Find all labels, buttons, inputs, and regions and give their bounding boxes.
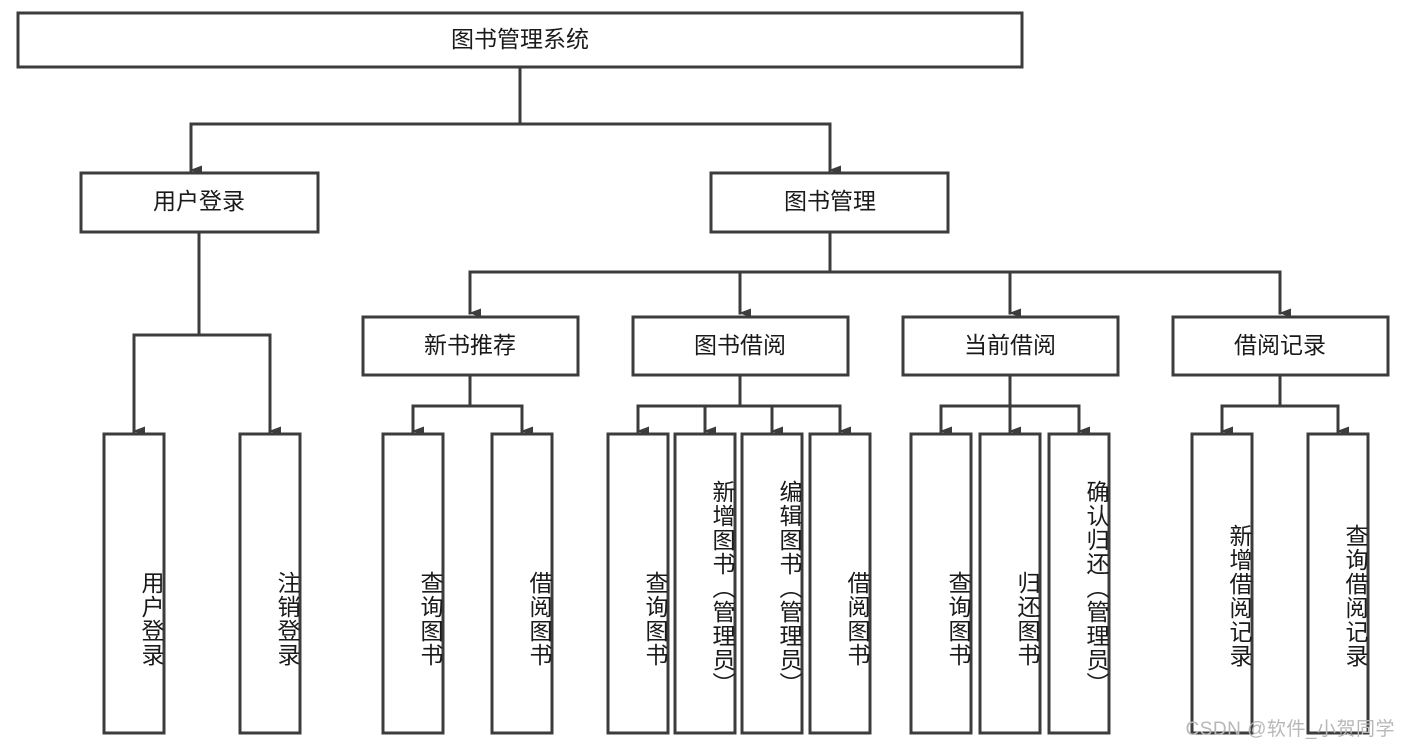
node-new-book-recommend-box[interactable] [361, 315, 580, 377]
connector-group-current-borrow [939, 373, 1090, 436]
node-current-borrow[interactable]: 当前借阅 [901, 315, 1120, 377]
node-book-manage[interactable]: 图书管理 [709, 171, 950, 234]
node-book-borrow-box[interactable] [631, 315, 850, 377]
node-user-login[interactable]: 用户登录 [79, 171, 320, 234]
connector-group-book-manage [468, 230, 1291, 318]
leaf-box-current-borrow-2[interactable] [1047, 432, 1111, 735]
node-borrow-record[interactable]: 借阅记录 [1171, 315, 1390, 377]
connector-group-user-login [132, 230, 281, 436]
leaf-box-user-login-0[interactable] [102, 432, 166, 735]
leaf-box-book-borrow-1[interactable] [673, 432, 737, 735]
connector-group-borrow-record [1220, 373, 1349, 436]
leaf-box-current-borrow-1[interactable] [978, 432, 1042, 735]
leaf-group-borrow-record [1190, 432, 1370, 735]
leaf-box-book-borrow-2[interactable] [740, 432, 804, 735]
node-book-borrow[interactable]: 图书借阅 [631, 315, 850, 377]
node-book-manage-label: 图书管理 [784, 188, 876, 214]
leaf-group-book-borrow [606, 432, 872, 735]
leaf-box-new-book-0[interactable] [381, 432, 445, 735]
node-borrow-record-box[interactable] [1171, 315, 1390, 377]
node-root-box[interactable] [16, 11, 1024, 69]
node-borrow-record-label: 借阅记录 [1234, 332, 1326, 358]
node-book-manage-box[interactable] [709, 171, 950, 234]
leaf-box-borrow-record-1[interactable] [1306, 432, 1370, 735]
node-root-label: 图书管理系统 [451, 26, 589, 52]
leaf-group-user-login [102, 432, 302, 735]
leaf-box-book-borrow-0[interactable] [606, 432, 670, 735]
leaf-box-borrow-record-0[interactable] [1190, 432, 1254, 735]
node-current-borrow-box[interactable] [901, 315, 1120, 377]
node-user-login-label: 用户登录 [153, 188, 245, 214]
node-root[interactable]: 图书管理系统 [16, 11, 1024, 69]
node-new-book-recommend[interactable]: 新书推荐 [361, 315, 580, 377]
node-current-borrow-label: 当前借阅 [964, 332, 1056, 358]
node-new-book-recommend-label: 新书推荐 [424, 332, 516, 358]
leaf-group-current-borrow [909, 432, 1111, 735]
csdn-watermark: CSDN @软件_小贺同学 [1185, 719, 1395, 740]
leaf-box-book-borrow-3[interactable] [808, 432, 872, 735]
node-user-login-box[interactable] [79, 171, 320, 234]
connector-group-book-borrow [636, 373, 851, 436]
connector-group-root [189, 65, 841, 175]
leaf-box-user-login-1[interactable] [238, 432, 302, 735]
leaf-group-new-book-recommend [381, 432, 554, 735]
connector-group-new-book [411, 373, 533, 436]
node-book-borrow-label: 图书借阅 [694, 332, 786, 358]
leaf-box-new-book-1[interactable] [490, 432, 554, 735]
leaf-box-current-borrow-0[interactable] [909, 432, 973, 735]
